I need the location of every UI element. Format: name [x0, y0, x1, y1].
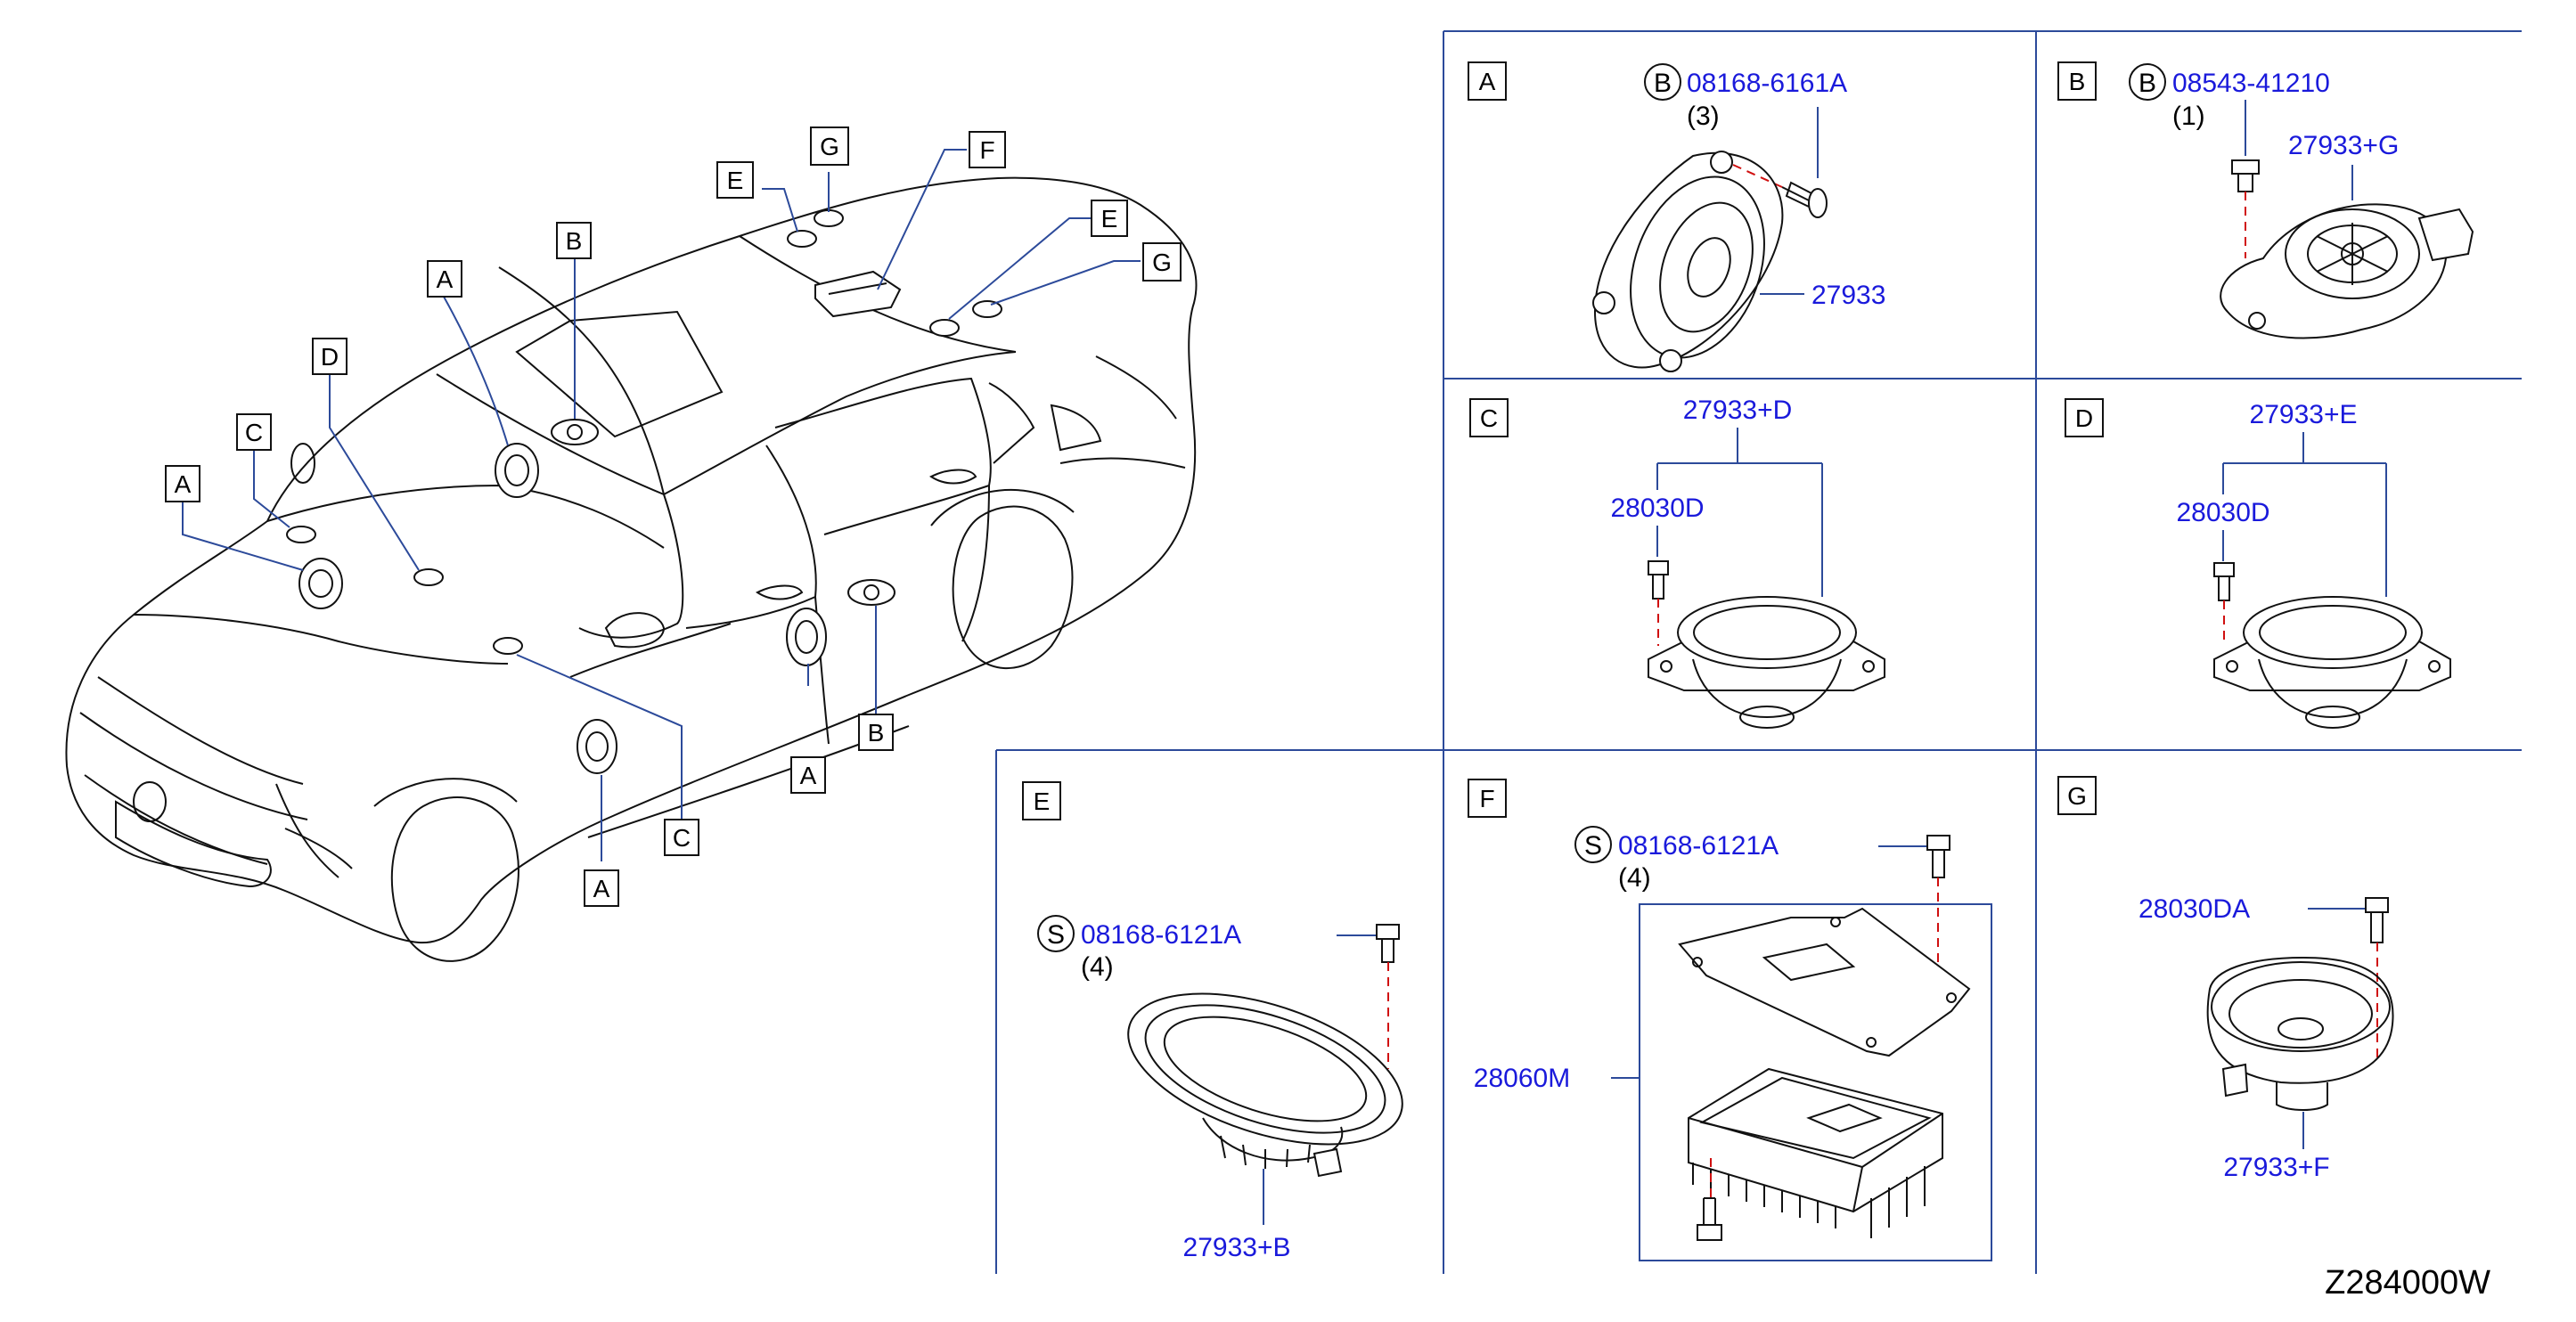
assembly-bracket-box — [1639, 903, 1992, 1261]
callout-box-f — [969, 131, 1006, 168]
callout-box-d — [312, 338, 348, 375]
car-callouts: A A A A B B C C D E E F G G — [165, 126, 1182, 907]
panel-label-d: D — [2075, 404, 2093, 432]
speaker-icon — [2206, 956, 2394, 1111]
fastener-quantity: (1) — [2172, 102, 2205, 131]
bracket-plate-icon — [1678, 907, 1971, 1057]
panel-grid — [995, 30, 2522, 1274]
fastener-symbol-icon — [1037, 915, 1075, 952]
part-number: 27933+G — [2288, 131, 2399, 160]
fastener-symbol-icon — [1644, 63, 1681, 101]
panel-c: C 27933+D 28030D — [1469, 396, 1885, 729]
panel-d: D 27933+E 28030D — [2065, 398, 2451, 729]
callout-a: A — [800, 762, 817, 789]
part-number: 28030DA — [2138, 894, 2250, 924]
callout-a: A — [437, 265, 454, 293]
callout-box-e — [716, 161, 754, 199]
panel-label-box-g — [2057, 776, 2097, 815]
fastener-part-number: 08168-6161A — [1687, 69, 1847, 98]
speaker-icon — [2220, 203, 2474, 339]
screw-icon — [1376, 924, 1400, 963]
callout-e: E — [1101, 205, 1118, 233]
car-illustration — [65, 176, 1198, 962]
panel-g: G 28030DA 27933+F — [2057, 776, 2394, 1182]
part-number: 27933+B — [1183, 1233, 1291, 1262]
screw-icon — [1926, 835, 1950, 878]
panel-a: A B 08168-6161A (3) 27933 — [1468, 61, 1885, 372]
screw-icon — [1697, 1197, 1722, 1241]
speaker-icon — [1592, 151, 1784, 372]
callout-g: G — [820, 133, 839, 160]
fastener-symbol: B — [1654, 69, 1672, 98]
callout-box-a — [790, 756, 826, 794]
part-number: 27933+D — [1683, 396, 1793, 425]
callout-box-e — [1091, 200, 1128, 237]
callout-box-a — [584, 869, 619, 907]
callout-box-c — [664, 819, 699, 856]
callout-box-g — [1142, 242, 1182, 282]
panel-label-box-e — [1022, 781, 1061, 820]
panel-f: F S 08168-6121A (4) 28060M — [1468, 779, 1992, 1261]
fastener-part-number: 08168-6121A — [1081, 920, 1241, 950]
panel-label-g: G — [2067, 782, 2087, 810]
fastener-symbol-icon — [2129, 63, 2166, 101]
part-number: 28030D — [2176, 498, 2269, 527]
panel-e: E S 08168-6121A (4) 27933+B — [1022, 781, 1403, 1262]
part-number: 28060M — [1474, 1064, 1570, 1093]
speaker-icon — [2213, 596, 2451, 729]
bolt-icon — [2231, 159, 2260, 192]
callout-box-g — [810, 126, 849, 166]
amplifier-icon — [1688, 1067, 1943, 1238]
panel-label-box-a — [1468, 61, 1507, 101]
panel-label-f: F — [1479, 785, 1494, 812]
fastener-quantity: (4) — [1618, 863, 1651, 893]
fastener-part-number: 08168-6121A — [1618, 831, 1779, 861]
screw-icon — [2365, 897, 2389, 943]
callout-box-b — [556, 222, 592, 259]
callout-d: D — [321, 343, 339, 371]
speaker-icon — [1127, 992, 1403, 1178]
diagram-code: Z284000W — [2325, 1264, 2490, 1302]
callout-c: C — [245, 419, 263, 446]
car-callout-leaders — [182, 149, 1141, 861]
part-number: 28030D — [1610, 494, 1704, 523]
part-number: 27933 — [1811, 281, 1885, 310]
callout-box-b — [858, 714, 894, 751]
callout-a: A — [593, 875, 610, 902]
speaker-icon — [1648, 596, 1885, 729]
panel-label-c: C — [1480, 404, 1498, 432]
callout-c: C — [673, 824, 691, 852]
panel-label-box-d — [2065, 398, 2104, 437]
callout-g: G — [1152, 249, 1172, 276]
callout-e: E — [727, 167, 744, 194]
bolt-icon — [1781, 181, 1828, 218]
panel-label-b: B — [2069, 68, 2086, 95]
fastener-symbol: S — [1047, 920, 1065, 950]
fastener-symbol: B — [2138, 69, 2156, 98]
car-speaker-icons — [286, 209, 1002, 774]
callout-box-a — [427, 260, 462, 298]
callout-a: A — [175, 470, 192, 498]
callout-b: B — [566, 227, 583, 255]
callout-box-a — [165, 465, 200, 502]
fastener-symbol-icon — [1574, 826, 1612, 863]
panel-label-box-b — [2057, 61, 2097, 101]
part-number: 27933+F — [2223, 1153, 2329, 1182]
panel-label-a: A — [1479, 68, 1496, 95]
panel-label-e: E — [1034, 787, 1051, 815]
panel-b: B B 08543-41210 (1) 27933+G — [2057, 61, 2474, 339]
fastener-quantity: (3) — [1687, 102, 1720, 131]
fastener-quantity: (4) — [1081, 952, 1114, 982]
screw-icon — [1648, 560, 1669, 600]
panel-label-box-c — [1469, 398, 1509, 437]
callout-box-c — [236, 413, 272, 451]
screw-icon — [2213, 562, 2235, 601]
fastener-part-number: 08543-41210 — [2172, 69, 2330, 98]
fastener-symbol: S — [1584, 831, 1602, 861]
panel-label-box-f — [1468, 779, 1507, 818]
part-number: 27933+E — [2250, 400, 2358, 429]
callout-f: F — [979, 136, 994, 164]
callout-b: B — [868, 719, 885, 747]
